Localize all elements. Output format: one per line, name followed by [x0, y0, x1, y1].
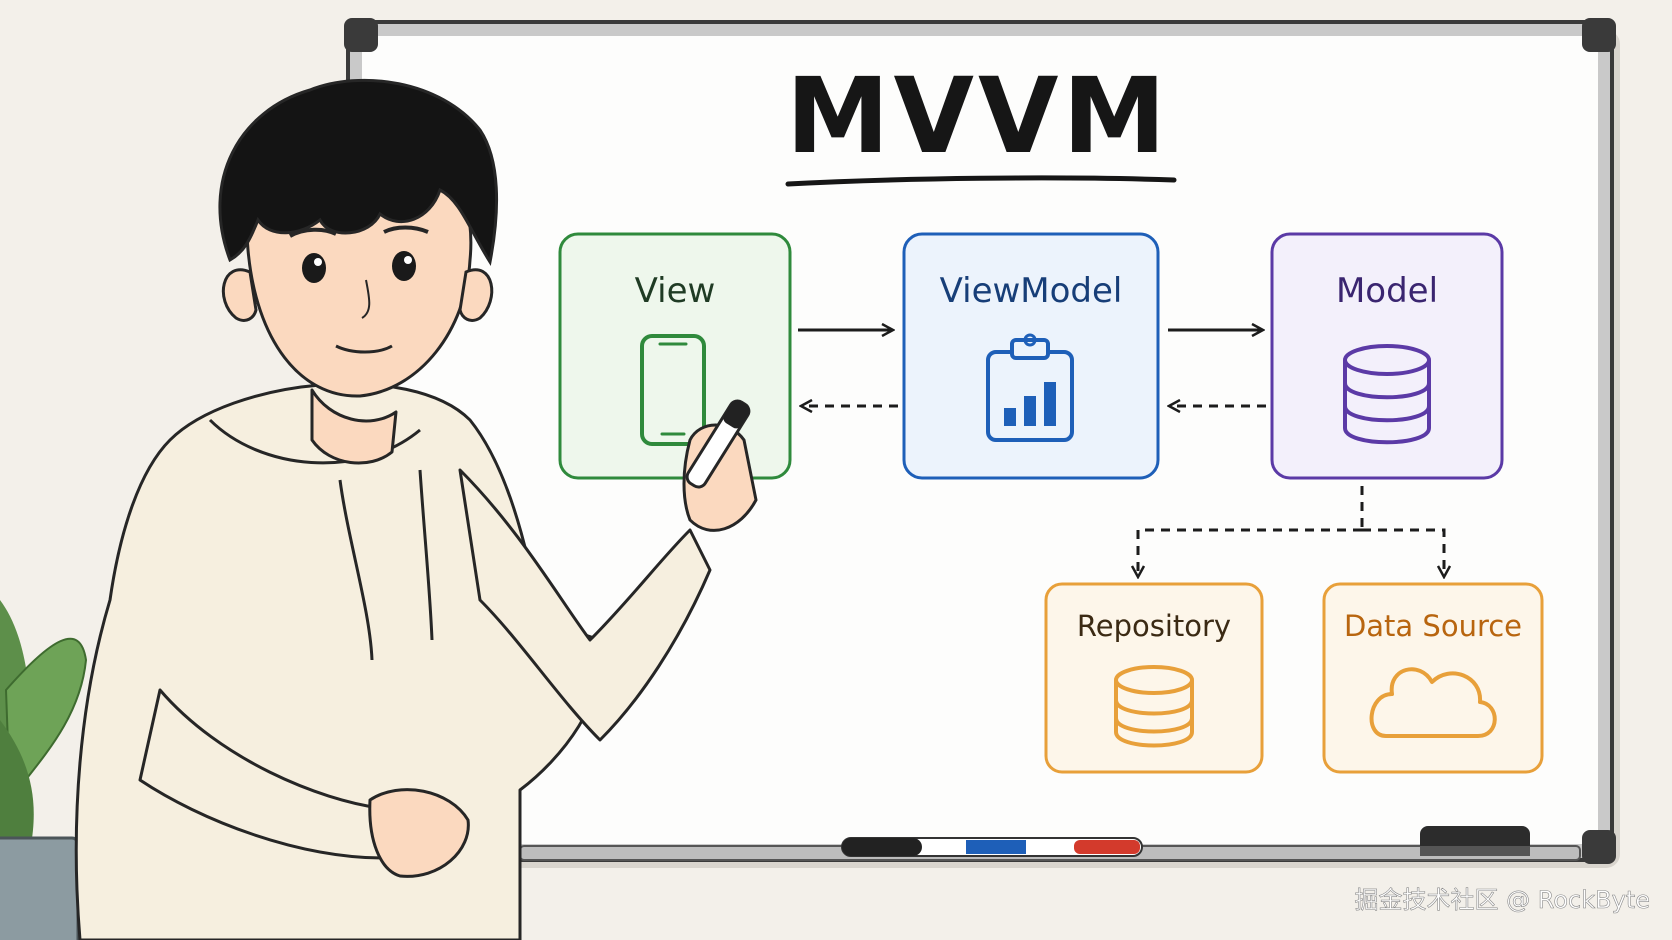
plant-illustration	[0, 600, 88, 940]
node-repository-label: Repository	[1077, 609, 1231, 643]
diagram-title: MVVM	[786, 55, 1170, 177]
node-model: Model	[1270, 232, 1504, 480]
database-icon	[1343, 344, 1431, 445]
markers	[841, 826, 1530, 857]
person-body	[74, 382, 712, 940]
smartphone-icon	[640, 334, 706, 446]
node-model-label: Model	[1336, 271, 1438, 311]
node-viewmodel: ViewModel	[902, 232, 1160, 480]
diagram-arrows	[798, 330, 1444, 576]
node-datasource-label: Data Source	[1344, 609, 1522, 643]
node-repository: Repository	[1044, 582, 1264, 774]
database-icon	[1114, 665, 1194, 748]
arrow-model-to-repository	[1138, 528, 1362, 576]
node-viewmodel-label: ViewModel	[940, 271, 1123, 311]
clipboard-chart-icon	[986, 333, 1074, 442]
person-head	[218, 78, 499, 398]
cloud-icon	[1369, 667, 1497, 738]
arrow-model-to-datasource	[1362, 528, 1444, 576]
hand-with-marker	[682, 399, 758, 532]
node-datasource: Data Source	[1322, 582, 1544, 774]
node-view-label: View	[635, 271, 716, 311]
watermark-text: 掘金技术社区 @ RockByte	[1355, 886, 1650, 914]
